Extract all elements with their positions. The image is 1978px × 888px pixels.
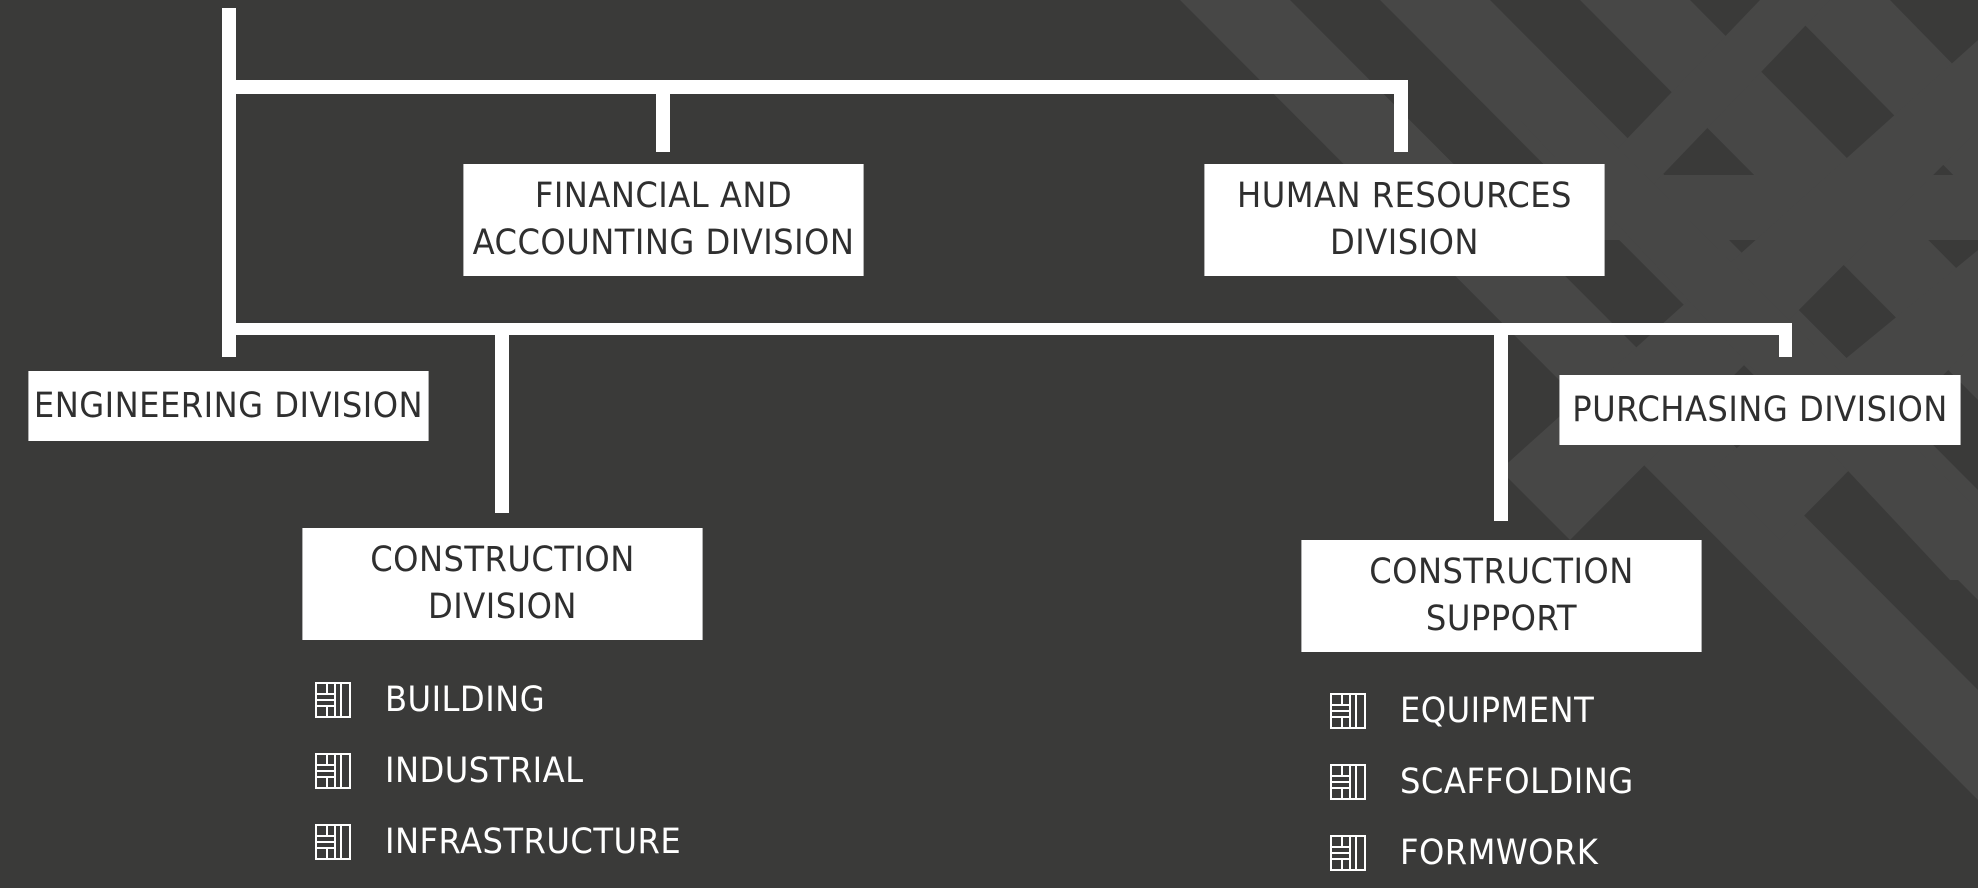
- list-item: BUILDING: [315, 664, 707, 735]
- lower-bus-line: [222, 323, 1792, 335]
- list-item-label: INDUSTRIAL: [385, 750, 584, 791]
- grid-block-icon: [315, 681, 351, 718]
- grid-block-icon: [1330, 763, 1366, 800]
- engineering-division-box: ENGINEERING DIVISION: [28, 371, 429, 441]
- construction-support-box: CONSTRUCTION SUPPORT: [1301, 540, 1702, 652]
- engineering-division-label: ENGINEERING DIVISION: [33, 385, 424, 426]
- main-trunk-line: [222, 8, 236, 357]
- purchasing-connector: [1779, 323, 1792, 357]
- financial-connector: [656, 80, 670, 152]
- list-item: INDUSTRIAL: [315, 735, 707, 806]
- grid-block-icon: [1330, 692, 1366, 729]
- list-item: FORMWORK: [1330, 817, 1654, 888]
- financial-division-label: FINANCIAL AND ACCOUNTING DIVISION: [472, 176, 855, 263]
- construction-support-label: CONSTRUCTION SUPPORT: [1369, 552, 1634, 639]
- list-item-label: SCAFFOLDING: [1400, 761, 1634, 802]
- construction-division-label: CONSTRUCTION DIVISION: [370, 540, 635, 627]
- purchasing-division-label: PURCHASING DIVISION: [1572, 389, 1948, 430]
- construction-division-box: CONSTRUCTION DIVISION: [302, 528, 703, 640]
- construction-division-items: BUILDING INDUSTRIAL INFRASTRUCTURE: [315, 664, 707, 877]
- list-item: EQUIPMENT: [1330, 675, 1654, 746]
- construction-support-items: EQUIPMENT SCAFFOLDING FORMWORK: [1330, 675, 1654, 888]
- hr-connector: [1394, 80, 1408, 152]
- human-resources-division-box: HUMAN RESOURCES DIVISION: [1204, 164, 1605, 276]
- construction-division-connector: [495, 323, 509, 513]
- list-item-label: FORMWORK: [1400, 832, 1599, 873]
- human-resources-division-label: HUMAN RESOURCES DIVISION: [1237, 176, 1572, 263]
- top-bus-line: [222, 80, 1408, 94]
- grid-block-icon: [315, 752, 351, 789]
- list-item: INFRASTRUCTURE: [315, 806, 707, 877]
- purchasing-division-box: PURCHASING DIVISION: [1559, 375, 1961, 445]
- grid-block-icon: [1330, 834, 1366, 871]
- list-item-label: BUILDING: [385, 679, 546, 720]
- construction-support-connector: [1494, 323, 1508, 521]
- list-item: SCAFFOLDING: [1330, 746, 1654, 817]
- list-item-label: EQUIPMENT: [1400, 690, 1595, 731]
- financial-division-box: FINANCIAL AND ACCOUNTING DIVISION: [463, 164, 864, 276]
- list-item-label: INFRASTRUCTURE: [385, 821, 682, 862]
- grid-block-icon: [315, 823, 351, 860]
